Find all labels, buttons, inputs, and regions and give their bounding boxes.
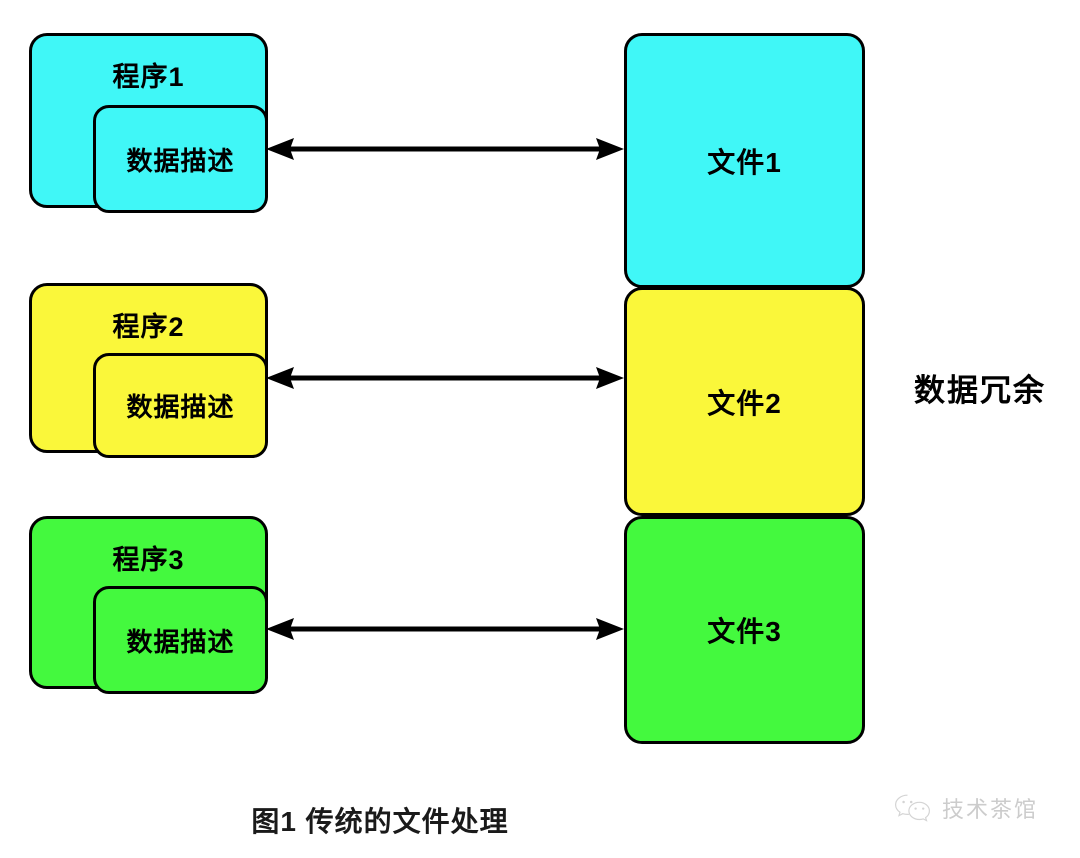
data-description-box-1: 数据描述 xyxy=(93,105,268,213)
file-label-3: 文件3 xyxy=(707,616,782,647)
data-description-box-2: 数据描述 xyxy=(93,353,268,458)
connector-arrow-3 xyxy=(266,611,624,647)
file-box-2: 文件2 xyxy=(624,287,865,516)
data-description-box-3: 数据描述 xyxy=(93,586,268,694)
data-description-label-2: 数据描述 xyxy=(126,392,235,422)
file-label-1: 文件1 xyxy=(707,146,782,178)
data-description-label-3: 数据描述 xyxy=(126,626,235,657)
connector-arrow-2 xyxy=(266,360,624,396)
side-note-data-redundancy: 数据冗余 xyxy=(914,373,1046,408)
data-description-label-1: 数据描述 xyxy=(126,145,235,176)
program-label-2: 程序2 xyxy=(112,312,185,342)
program-label-1: 程序1 xyxy=(112,62,185,92)
watermark: 技术茶馆 xyxy=(893,792,1038,824)
program-label-3: 程序3 xyxy=(112,545,185,575)
file-box-3: 文件3 xyxy=(624,516,865,744)
file-label-2: 文件2 xyxy=(707,387,782,419)
file-box-1: 文件1 xyxy=(624,33,865,288)
program-group-2: 程序2 数据描述 xyxy=(29,283,268,463)
figure-caption: 图1 传统的文件处理 xyxy=(251,806,509,837)
watermark-text: 技术茶馆 xyxy=(942,797,1039,822)
program-group-1: 程序1 数据描述 xyxy=(29,33,268,215)
connector-arrow-1 xyxy=(266,131,624,167)
program-group-3: 程序3 数据描述 xyxy=(29,516,268,698)
wechat-icon xyxy=(893,793,933,823)
